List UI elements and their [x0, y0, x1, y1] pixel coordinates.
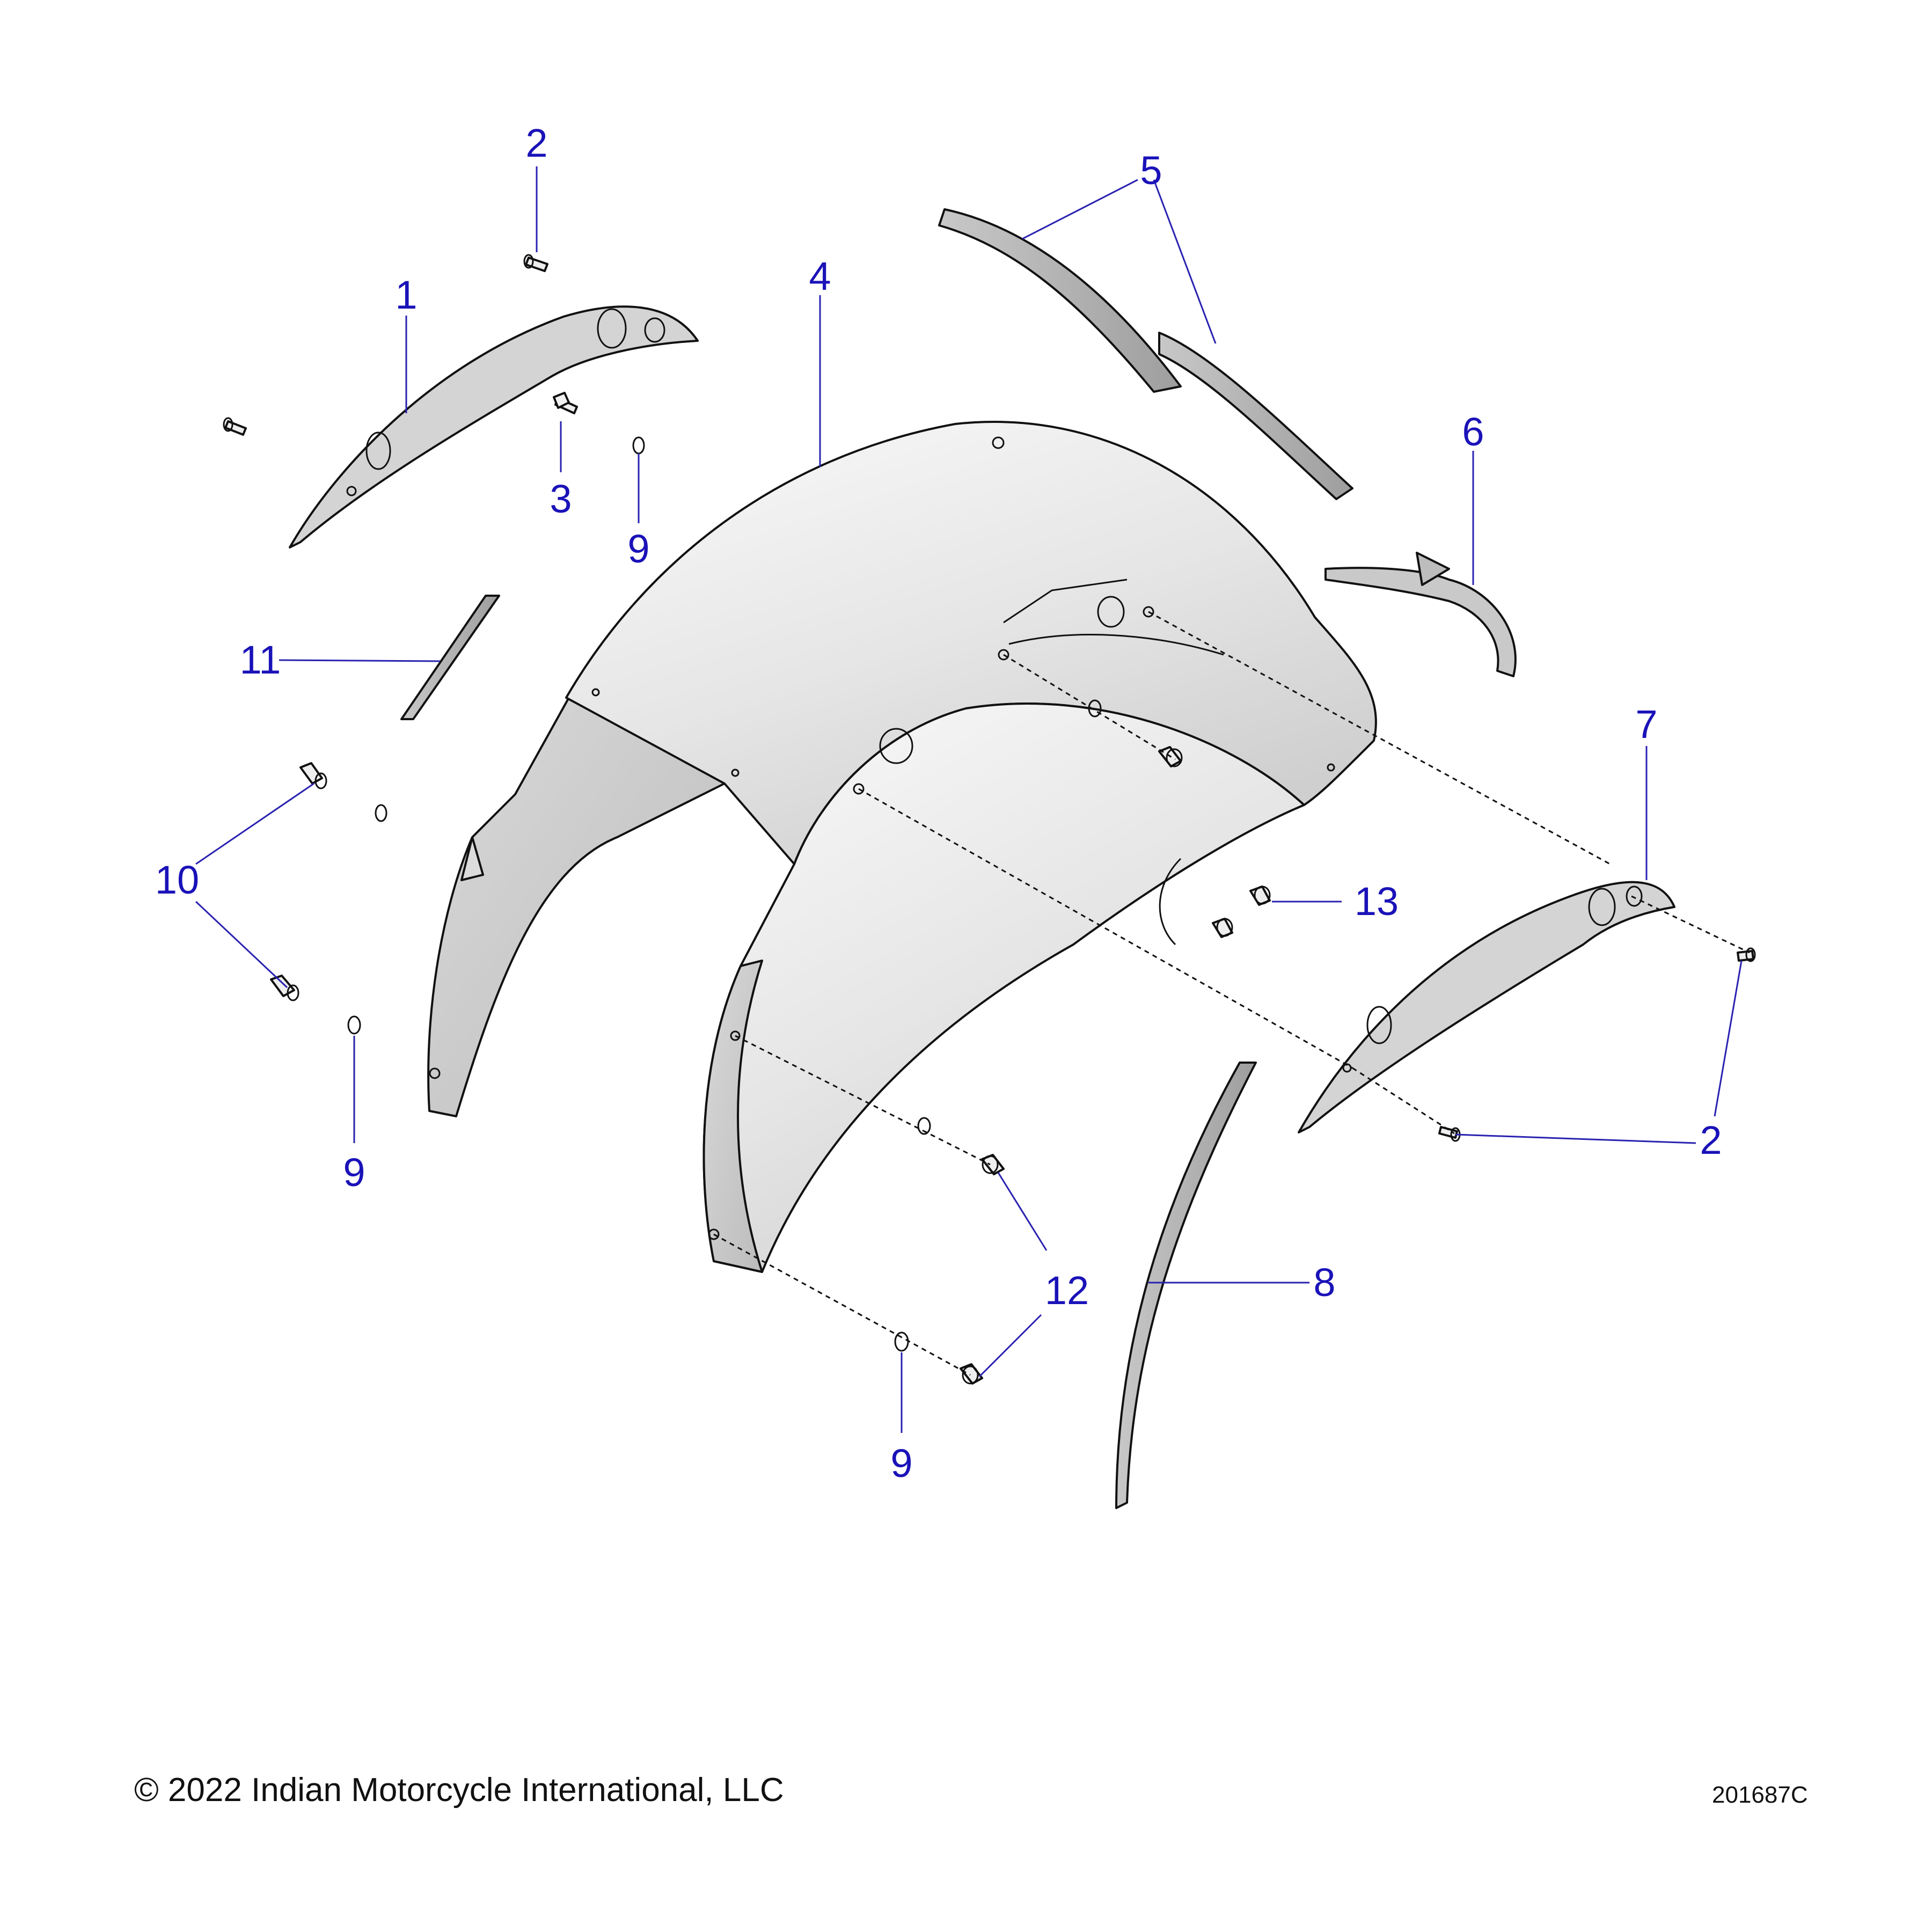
callout-13: 13	[1355, 879, 1399, 924]
callout-1: 1	[395, 273, 417, 317]
small-strip-part	[400, 595, 500, 720]
lower-strip-part	[1115, 1062, 1257, 1509]
callout-11: 11	[240, 638, 281, 682]
callout-7: 7	[1635, 702, 1657, 747]
callouts: 1 2 2 3 4 5 6 7 8 9 9 9 10 11 12 13	[155, 121, 1722, 1485]
upper-trim-strips-part	[938, 208, 1353, 500]
callout-5: 5	[1140, 148, 1162, 193]
screw-icon	[523, 254, 548, 272]
callout-6: 6	[1462, 409, 1484, 454]
washer-icon	[632, 436, 645, 455]
flange-bolt-icon	[1212, 918, 1233, 938]
bolt-icon	[553, 392, 578, 414]
callout-12: 12	[1045, 1268, 1089, 1313]
callout-3: 3	[550, 477, 572, 521]
assembly-lines	[713, 611, 1750, 1376]
end-trim-part	[1324, 552, 1517, 677]
screw-icon	[1737, 947, 1756, 962]
callout-8: 8	[1313, 1260, 1335, 1305]
left-rail-part	[289, 305, 699, 548]
flange-bolt-icon	[981, 1154, 1005, 1175]
callout-2-top: 2	[525, 121, 547, 165]
flange-bolt-icon	[1249, 885, 1271, 906]
callout-9-bottom: 9	[890, 1441, 912, 1485]
flange-bolt-icon	[960, 1363, 983, 1385]
callout-9-top: 9	[627, 526, 649, 571]
washer-icon	[375, 804, 387, 822]
copyright-notice: © 2022 Indian Motorcycle International, …	[134, 1772, 784, 1809]
right-rail-part	[1298, 881, 1675, 1133]
callout-10: 10	[155, 858, 199, 902]
drawing-number: 201687C	[1712, 1782, 1808, 1808]
shoulder-bolt-icon	[270, 975, 299, 1001]
rear-fender-part	[427, 421, 1377, 1273]
washer-icon	[894, 1331, 909, 1352]
washer-icon	[347, 1015, 361, 1035]
leader-lines	[195, 166, 1743, 1433]
shoulder-bolt-icon	[299, 762, 327, 789]
callout-9-left: 9	[343, 1150, 365, 1195]
screw-icon	[223, 417, 247, 436]
callout-4: 4	[809, 254, 831, 298]
washer-icon	[917, 1117, 931, 1135]
fender-mounting-holes	[429, 436, 1335, 1240]
callout-2-right: 2	[1700, 1118, 1722, 1162]
washer-icon	[1088, 699, 1102, 718]
